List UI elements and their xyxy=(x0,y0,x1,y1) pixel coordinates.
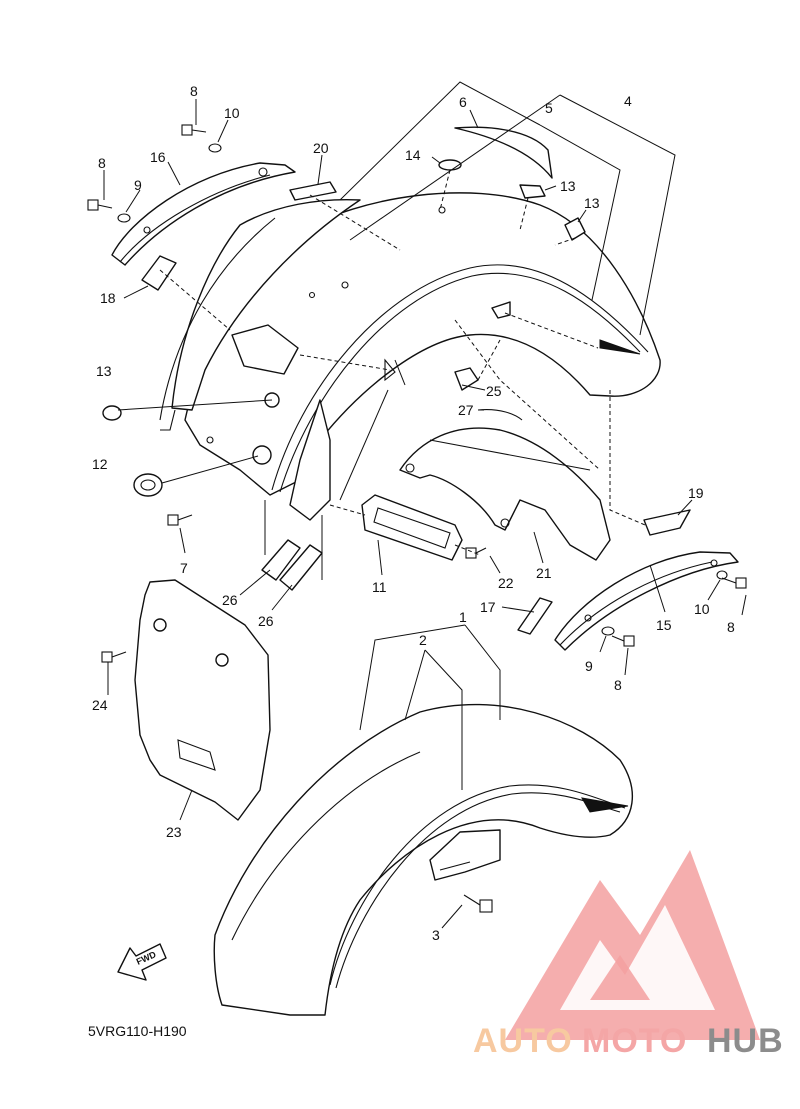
label-17: 17 xyxy=(480,599,496,615)
front-fender xyxy=(213,703,634,1016)
label-7: 7 xyxy=(180,560,188,576)
label-18: 18 xyxy=(100,290,116,306)
rear-fender xyxy=(159,192,661,521)
label-3: 3 xyxy=(432,927,440,943)
label-13: 13 xyxy=(560,178,576,194)
label-10: 10 xyxy=(224,105,240,121)
diagram-code: 5VRG110-H190 xyxy=(88,1023,187,1039)
label-9: 9 xyxy=(134,177,142,193)
forward-direction-arrow: FWD xyxy=(117,943,167,981)
logo-text-auto: AUTO xyxy=(473,1022,573,1060)
side-rails xyxy=(111,162,739,651)
mud-flap xyxy=(134,579,271,821)
label-11: 11 xyxy=(372,579,387,595)
reflector-plate xyxy=(361,494,463,561)
label-19: 19 xyxy=(688,485,704,501)
label-9: 9 xyxy=(585,658,593,674)
label-26: 26 xyxy=(222,592,238,608)
logo-text-moto: MOTO xyxy=(582,1022,687,1060)
inner-guard xyxy=(399,427,611,561)
label-23: 23 xyxy=(166,824,182,840)
logo-text-hub: HUB xyxy=(707,1022,784,1060)
label-12: 12 xyxy=(92,456,108,472)
label-8: 8 xyxy=(727,619,735,635)
assembly-lines xyxy=(159,169,646,556)
label-6: 6 xyxy=(459,94,467,110)
part-number-labels: 8 10 8 9 16 20 18 6 5 4 14 13 13 13 12 7… xyxy=(92,83,735,943)
leader-lines xyxy=(103,81,747,929)
label-13: 13 xyxy=(584,195,600,211)
label-16: 16 xyxy=(150,149,166,165)
label-2: 2 xyxy=(419,632,427,648)
label-26: 26 xyxy=(258,613,274,629)
label-25: 25 xyxy=(486,383,502,399)
label-15: 15 xyxy=(656,617,672,633)
label-1: 1 xyxy=(459,609,467,625)
small-parts xyxy=(87,124,747,913)
label-10: 10 xyxy=(694,601,710,617)
label-8: 8 xyxy=(190,83,198,99)
label-14: 14 xyxy=(405,147,421,163)
label-24: 24 xyxy=(92,697,108,713)
automotohub-logo: AUTO MOTO HUB xyxy=(473,850,784,1060)
label-4: 4 xyxy=(624,93,632,109)
label-5: 5 xyxy=(545,100,553,116)
label-22: 22 xyxy=(498,575,514,591)
label-20: 20 xyxy=(313,140,329,156)
label-21: 21 xyxy=(536,565,552,581)
label-13: 13 xyxy=(96,363,112,379)
label-8: 8 xyxy=(98,155,106,171)
label-27: 27 xyxy=(458,402,474,418)
label-8: 8 xyxy=(614,677,622,693)
